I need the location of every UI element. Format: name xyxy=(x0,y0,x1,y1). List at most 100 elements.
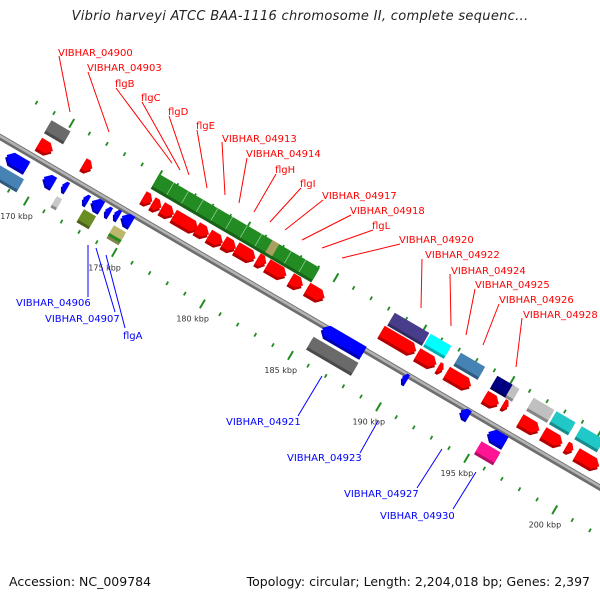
gene-feature[interactable] xyxy=(262,259,290,283)
gene-feature[interactable] xyxy=(505,384,520,402)
gene-feature[interactable] xyxy=(473,441,501,466)
gene-feature[interactable] xyxy=(79,158,95,176)
gene-feature[interactable] xyxy=(480,390,502,412)
gene-feature[interactable] xyxy=(574,426,600,453)
gene-feature[interactable] xyxy=(110,208,123,223)
gene-label-text[interactable]: VIBHAR_04903 xyxy=(87,63,162,74)
gene-label-text[interactable]: flgI xyxy=(300,179,316,190)
gene-feature[interactable] xyxy=(453,352,486,380)
gene-label[interactable]: flgD xyxy=(168,107,190,176)
gene-label[interactable]: flgH xyxy=(253,165,295,213)
gene-label-text[interactable]: flgD xyxy=(168,107,189,118)
gene-label[interactable]: VIBHAR_04917 xyxy=(284,191,397,231)
gene-label-text[interactable]: VIBHAR_04926 xyxy=(499,295,574,306)
gene-feature[interactable] xyxy=(106,225,127,246)
gene-feature[interactable] xyxy=(499,399,511,413)
gene-feature[interactable] xyxy=(148,197,164,215)
gene-label[interactable]: flgB xyxy=(115,79,173,164)
gene-label-text[interactable]: VIBHAR_04922 xyxy=(425,250,500,261)
gene-feature[interactable] xyxy=(150,174,320,283)
gene-feature[interactable] xyxy=(117,211,136,230)
gene-feature[interactable] xyxy=(412,348,440,372)
gene-feature[interactable] xyxy=(139,191,155,209)
gene-label-text[interactable]: VIBHAR_04913 xyxy=(222,134,297,145)
gene-label[interactable]: VIBHAR_04922 xyxy=(420,250,500,309)
gene-label-text[interactable]: flgH xyxy=(275,165,295,176)
gene-feature[interactable] xyxy=(306,336,359,376)
gene-feature[interactable] xyxy=(219,236,239,256)
gene-feature[interactable] xyxy=(457,406,472,423)
gene-label[interactable]: VIBHAR_04914 xyxy=(238,149,321,204)
gene-feature[interactable] xyxy=(192,222,212,242)
gene-label-text[interactable]: flgA xyxy=(123,331,143,342)
gene-label-text[interactable]: flgC xyxy=(141,93,161,104)
gene-label[interactable]: flgC xyxy=(141,93,181,171)
gene-label[interactable]: VIBHAR_04906 xyxy=(16,245,91,309)
gene-feature[interactable] xyxy=(302,282,328,306)
gene-label-text[interactable]: VIBHAR_04914 xyxy=(246,149,321,160)
gene-feature[interactable] xyxy=(489,375,515,399)
gene-label[interactable]: VIBHAR_04928 xyxy=(515,310,598,368)
gene-label[interactable]: VIBHAR_04921 xyxy=(226,375,323,428)
gene-label[interactable]: flgA xyxy=(105,254,143,342)
gene-feature[interactable] xyxy=(253,253,269,271)
gene-feature[interactable] xyxy=(76,209,97,230)
gene-feature[interactable] xyxy=(538,427,566,451)
gene-label-text[interactable]: VIBHAR_04925 xyxy=(475,280,550,291)
gene-feature[interactable] xyxy=(377,325,419,359)
gene-feature[interactable] xyxy=(34,137,56,159)
gene-feature[interactable] xyxy=(562,441,576,457)
gene-feature[interactable] xyxy=(2,150,31,175)
gene-feature[interactable] xyxy=(572,448,600,474)
gene-label-text[interactable]: VIBHAR_04918 xyxy=(350,206,425,217)
gene-label-text[interactable]: flgB xyxy=(115,79,135,90)
gene-label[interactable]: VIBHAR_04900 xyxy=(58,48,133,113)
gene-label[interactable]: VIBHAR_04913 xyxy=(221,134,297,196)
gene-feature[interactable] xyxy=(398,372,411,387)
gene-feature[interactable] xyxy=(101,205,114,220)
gene-feature[interactable] xyxy=(515,414,543,438)
gene-feature[interactable] xyxy=(157,202,177,222)
gene-label[interactable]: VIBHAR_04924 xyxy=(449,266,526,327)
gene-label-text[interactable]: VIBHAR_04917 xyxy=(322,191,397,202)
gene-label[interactable]: VIBHAR_04925 xyxy=(465,280,550,336)
gene-label-text[interactable]: VIBHAR_04906 xyxy=(16,298,91,309)
gene-feature[interactable] xyxy=(442,366,474,394)
gene-label[interactable]: VIBHAR_04918 xyxy=(301,206,425,241)
gene-feature[interactable] xyxy=(0,164,24,193)
gene-feature[interactable] xyxy=(484,427,509,450)
gene-feature[interactable] xyxy=(58,180,71,195)
gene-feature[interactable] xyxy=(548,411,576,436)
gene-feature[interactable] xyxy=(318,323,367,360)
gene-feature[interactable] xyxy=(169,209,201,237)
gene-label[interactable]: flgL xyxy=(321,221,391,249)
gene-label[interactable]: VIBHAR_04927 xyxy=(344,448,443,500)
gene-feature[interactable] xyxy=(423,333,452,359)
gene-label-text[interactable]: flgL xyxy=(372,221,391,232)
gene-label[interactable]: VIBHAR_04923 xyxy=(287,420,379,464)
gene-label-text[interactable]: VIBHAR_04907 xyxy=(45,314,120,325)
gene-label[interactable]: VIBHAR_04930 xyxy=(380,471,477,522)
gene-feature[interactable] xyxy=(87,196,106,215)
gene-feature[interactable] xyxy=(43,120,71,145)
gene-feature[interactable] xyxy=(79,193,92,208)
gene-label-text[interactable]: VIBHAR_04900 xyxy=(58,48,133,59)
gene-label-text[interactable]: VIBHAR_04920 xyxy=(399,235,474,246)
gene-feature[interactable] xyxy=(387,312,430,346)
gene-feature[interactable] xyxy=(526,397,555,423)
gene-label[interactable]: VIBHAR_04920 xyxy=(341,235,474,259)
gene-label-text[interactable]: VIBHAR_04921 xyxy=(226,417,301,428)
gene-label-text[interactable]: VIBHAR_04930 xyxy=(380,511,455,522)
gene-feature[interactable] xyxy=(231,242,259,266)
gene-feature[interactable] xyxy=(204,229,226,251)
gene-label[interactable]: flgI xyxy=(269,179,316,223)
gene-label[interactable]: VIBHAR_04903 xyxy=(87,63,162,133)
gene-label-text[interactable]: VIBHAR_04923 xyxy=(287,453,362,464)
gene-label-text[interactable]: flgE xyxy=(196,121,215,132)
gene-label[interactable]: flgE xyxy=(196,121,215,189)
gene-feature[interactable] xyxy=(286,273,306,293)
gene-label[interactable]: VIBHAR_04926 xyxy=(482,295,574,346)
gene-feature[interactable] xyxy=(50,196,63,211)
gene-label[interactable]: VIBHAR_04907 xyxy=(45,247,120,325)
gene-feature[interactable] xyxy=(434,362,446,376)
